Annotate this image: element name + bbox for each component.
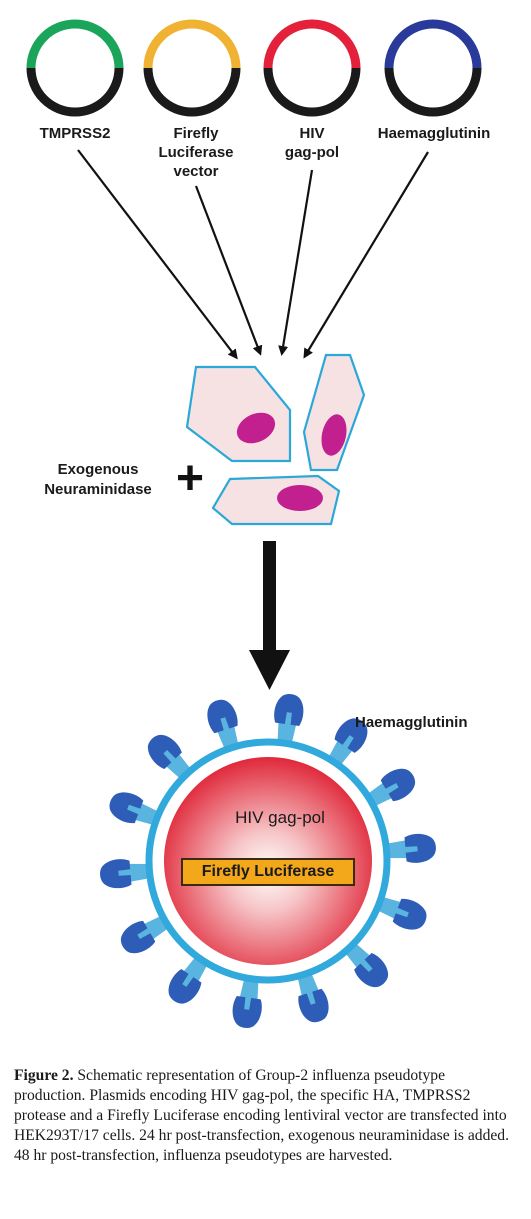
- plasmid-label-line: HIV: [299, 125, 325, 142]
- arrow-gagpol: [278, 169, 314, 356]
- ha-spike: [297, 971, 329, 1023]
- plus-sign: +: [176, 452, 204, 505]
- plasmid-ring: [263, 19, 361, 117]
- ha-spike: [232, 976, 262, 1028]
- cell-right: [302, 353, 366, 472]
- arrow-tmprss2: [77, 149, 238, 360]
- ha-label: Haemagglutinin: [355, 714, 468, 731]
- ha-spikes: [100, 694, 436, 1028]
- neuraminidase-label-line: Exogenous: [57, 461, 139, 478]
- plasmid-label-line: Firefly: [173, 125, 219, 142]
- core-label: HIV gag-pol: [235, 808, 325, 827]
- producer-cells: [185, 353, 366, 526]
- down-arrow: [249, 541, 290, 690]
- plasmid-label-line: TMPRSS2: [39, 125, 111, 142]
- plasmid-ring: [143, 19, 241, 117]
- plasmid-group: [26, 19, 482, 117]
- neuraminidase-label: Exogenous Neuraminidase: [28, 460, 168, 500]
- ha-spike: [274, 694, 304, 746]
- cell-bottom: [211, 474, 341, 526]
- caption-figure-number: Figure 2.: [14, 1067, 74, 1084]
- figure-caption: Figure 2. Schematic representation of Gr…: [14, 1066, 519, 1166]
- plasmid-ring: [26, 19, 124, 117]
- arrow-luciferase: [194, 185, 263, 356]
- ha-spike: [366, 768, 416, 808]
- plasmid-label-luciferase: Firefly Luciferase vector: [137, 124, 255, 181]
- cell-left: [185, 365, 292, 463]
- plasmid-label-gagpol: HIV gag-pol: [268, 124, 356, 162]
- plasmid-label-line: gag-pol: [284, 144, 340, 161]
- ha-spike: [384, 833, 436, 863]
- plasmid-label-line: Haemagglutinin: [377, 125, 491, 142]
- plasmid-label-line: Luciferase: [158, 144, 234, 161]
- plasmid-label-ha: Haemagglutinin: [364, 124, 504, 143]
- plasmid-label-tmprss2: TMPRSS2: [20, 124, 130, 143]
- plasmid-label-line: vector: [173, 163, 219, 180]
- ha-spike: [100, 859, 152, 889]
- plasmid-ring: [384, 19, 482, 117]
- neuraminidase-label-line: Neuraminidase: [44, 481, 152, 498]
- transfection-arrows: [77, 149, 429, 360]
- ha-spike: [207, 699, 239, 751]
- luciferase-reporter-label: Firefly Luciferase: [201, 863, 335, 880]
- ha-spike: [109, 792, 161, 826]
- luciferase-reporter-box: Firefly Luciferase: [181, 858, 355, 886]
- arrow-ha: [303, 151, 429, 359]
- caption-text: Schematic representation of Group-2 infl…: [14, 1067, 509, 1164]
